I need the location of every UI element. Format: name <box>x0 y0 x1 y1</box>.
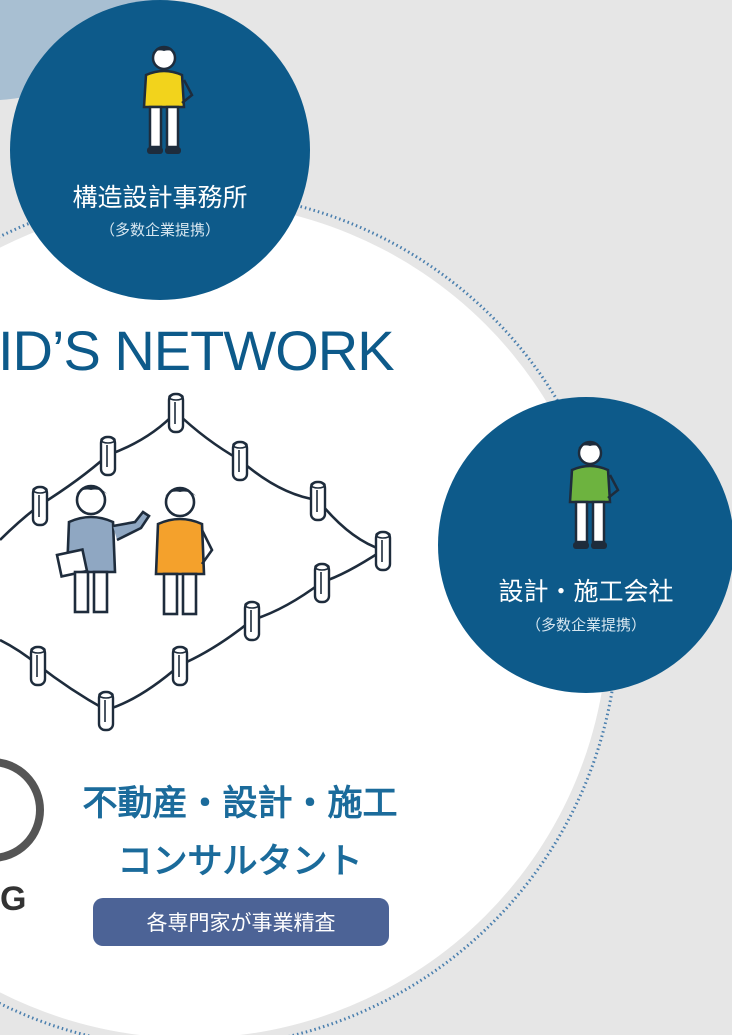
construction-firm-label: 設計・施工会社 <box>498 577 674 606</box>
fence-post-9 <box>171 645 189 687</box>
construction-person-icon <box>568 440 620 549</box>
partial-logo-letter: G <box>0 880 27 918</box>
structural-firm-label: 構造設計事務所 <box>72 183 248 212</box>
structural-person-icon <box>142 45 194 154</box>
fence-post-7 <box>313 562 331 604</box>
fence-posts <box>29 392 392 732</box>
fence-post-4 <box>231 440 249 482</box>
partial-logo-ring <box>0 758 44 862</box>
fence-post-10 <box>97 690 115 732</box>
consultant-title-line1: 不動産・設計・施工 <box>82 784 398 824</box>
fence-post-3 <box>167 392 185 434</box>
review-badge: 各専門家が事業精査 <box>93 898 389 946</box>
main-white-circle <box>0 202 608 1035</box>
fence-post-8 <box>243 600 261 642</box>
fence-post-11 <box>29 645 47 687</box>
fence-post-1 <box>31 485 49 527</box>
consultant-suit-person-icon <box>55 484 151 614</box>
construction-firm-note: （多数企業提携） <box>525 616 646 634</box>
network-title: ID’S NETWORK <box>0 319 395 382</box>
fence-post-2 <box>99 435 117 477</box>
structural-firm-note: （多数企業提携） <box>99 221 220 239</box>
fence-post-6 <box>374 530 392 572</box>
consultant-orange-person-icon <box>154 486 214 616</box>
consultant-title-line2: コンサルタント <box>117 842 363 882</box>
fence-post-5 <box>309 480 327 522</box>
